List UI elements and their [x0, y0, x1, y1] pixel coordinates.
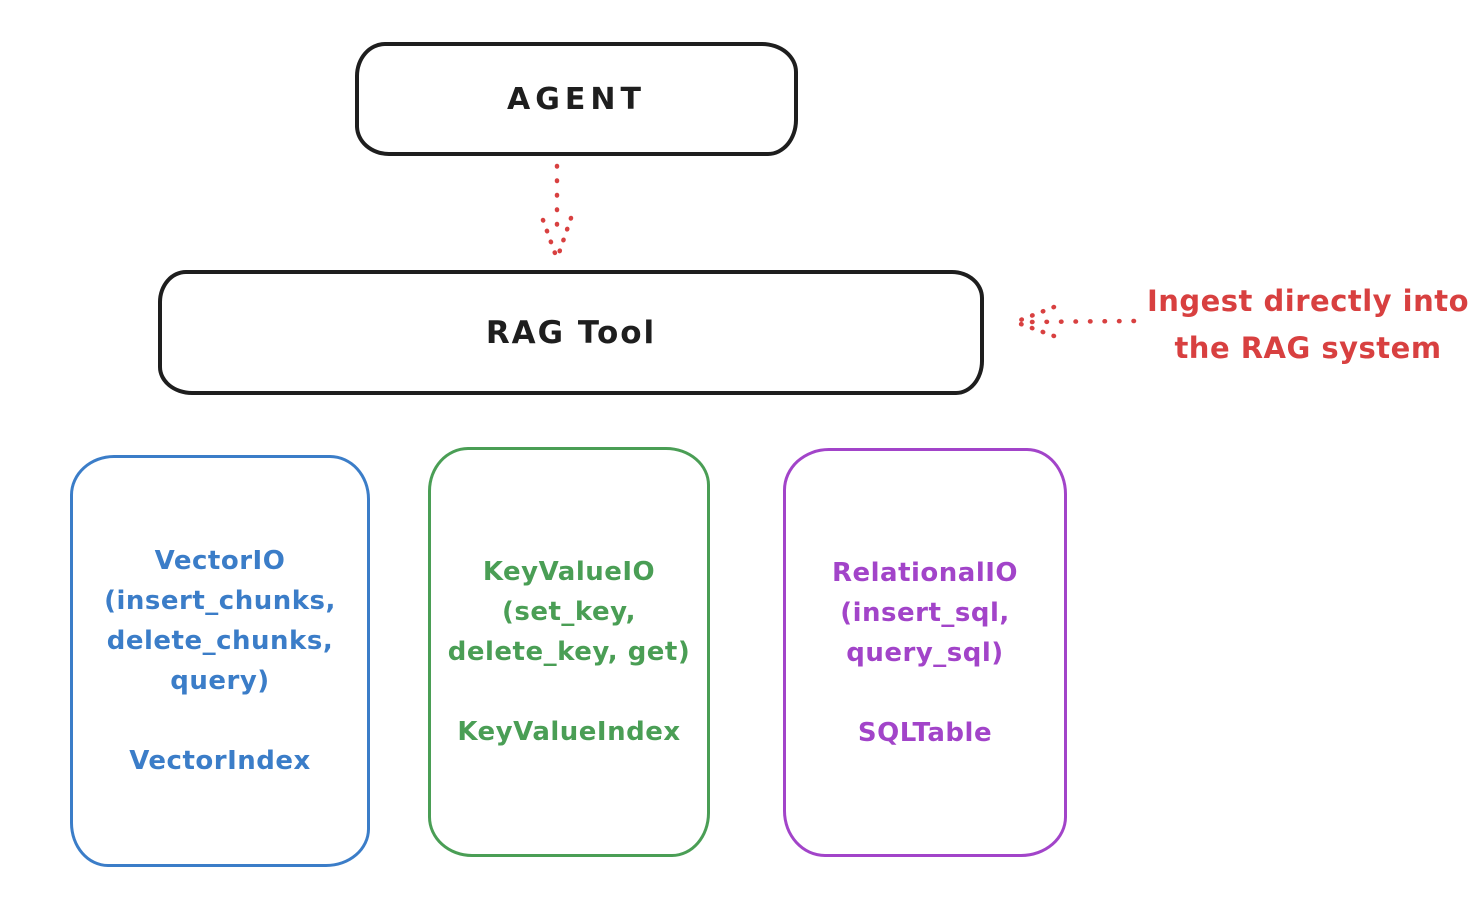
rag-tool-box: RAG Tool	[158, 270, 984, 395]
dotted-arrow-down-icon	[540, 163, 574, 259]
ingest-annotation: Ingest directly into the RAG system	[1138, 278, 1478, 372]
vector-io-line: delete_chunks,	[106, 626, 334, 656]
vector-io-line: query)	[170, 666, 270, 696]
vector-index-label: VectorIndex	[129, 746, 311, 776]
relational-io-line: (insert_sql,	[840, 597, 1010, 628]
vector-io-box: VectorIO (insert_chunks, delete_chunks, …	[70, 455, 370, 867]
relational-io-line: RelationalIO	[831, 557, 1019, 588]
rag-tool-label: RAG Tool	[485, 314, 657, 351]
ingest-annotation-line2: the RAG system	[1174, 331, 1442, 365]
vector-io-line: VectorIO	[154, 546, 286, 576]
relational-io-line: query_sql)	[846, 637, 1004, 668]
relational-io-box: RelationalIO (insert_sql, query_sql) SQL…	[783, 448, 1067, 857]
dotted-arrow-left-icon	[1015, 304, 1137, 339]
keyvalue-io-line: delete_key, get)	[447, 637, 691, 667]
sql-table-label: SQLTable	[857, 717, 993, 748]
keyvalue-io-line: (set_key,	[502, 597, 636, 627]
keyvalue-io-box: KeyValueIO (set_key, delete_key, get) Ke…	[428, 447, 710, 857]
keyvalue-index-label: KeyValueIndex	[457, 717, 681, 747]
agent-label: AGENT	[507, 81, 646, 117]
ingest-annotation-line1: Ingest directly into	[1146, 284, 1470, 318]
vector-io-line: (insert_chunks,	[104, 586, 336, 616]
keyvalue-io-line: KeyValueIO	[482, 557, 656, 587]
agent-box: AGENT	[355, 42, 798, 156]
